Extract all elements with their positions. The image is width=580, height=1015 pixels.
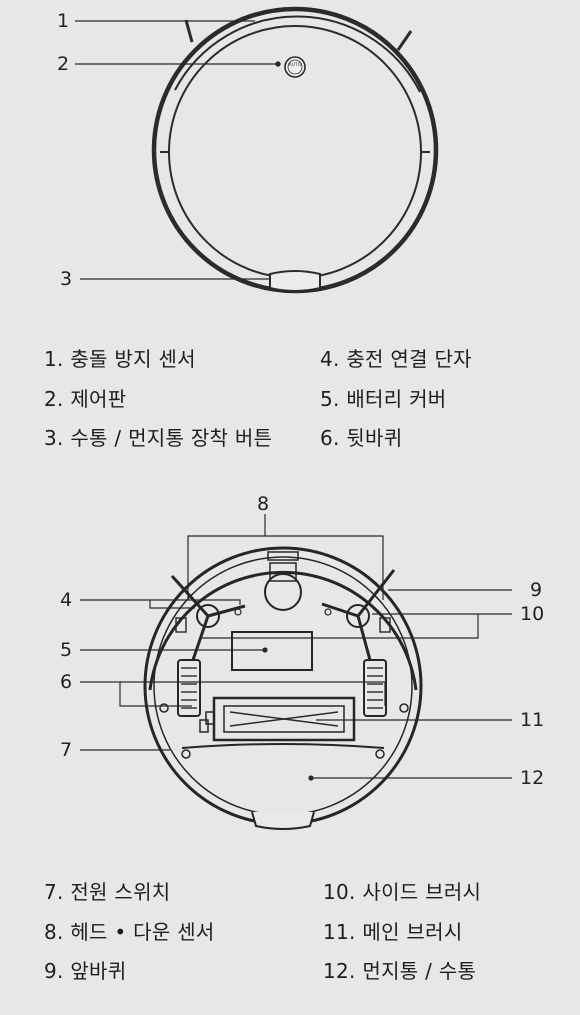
leader-dot-12 bbox=[308, 775, 314, 781]
side-brush-left-bristle-c bbox=[207, 604, 246, 618]
legend-item-7: 7. 전원 스위치 bbox=[44, 880, 171, 904]
power-switch bbox=[199, 719, 209, 733]
leader-bracket-8 bbox=[187, 535, 384, 600]
bumper-arc bbox=[174, 15, 421, 93]
top-view-diagram: AUTO bbox=[75, 6, 439, 294]
leader-line-4a bbox=[80, 599, 195, 609]
side-brush-right-bristle-c bbox=[321, 602, 359, 618]
leader-line-4b bbox=[150, 599, 241, 605]
bumper-underside-arc bbox=[148, 570, 418, 691]
legend-item-11: 11. 메인 브러시 bbox=[323, 920, 463, 944]
legend-item-2: 2. 제어판 bbox=[44, 387, 127, 411]
legend-item-12: 12. 먼지통 / 수통 bbox=[323, 959, 477, 983]
rear-wheel-right bbox=[363, 659, 387, 717]
callout-2: 2 bbox=[57, 53, 70, 75]
side-brush-stub-right bbox=[396, 30, 413, 51]
leader-line-6a bbox=[80, 681, 192, 707]
screw-icon bbox=[375, 749, 385, 759]
leader-line-6b bbox=[120, 681, 386, 706]
callout-10: 10 bbox=[520, 603, 545, 625]
side-brush-left-hub bbox=[196, 604, 220, 628]
callout-9: 9 bbox=[530, 579, 543, 601]
main-brush-clip bbox=[205, 711, 215, 725]
leader-dot-5 bbox=[262, 647, 268, 653]
side-brush-left-bristle-a bbox=[170, 574, 210, 618]
legend-item-10: 10. 사이드 브러시 bbox=[323, 880, 482, 904]
brush-bristle-line bbox=[229, 711, 339, 727]
leader-dot-2 bbox=[275, 61, 281, 67]
bottom-view-diagram bbox=[80, 514, 512, 830]
callout-1: 1 bbox=[57, 10, 70, 32]
auto-button-label: AUTO bbox=[289, 62, 302, 68]
screw-icon bbox=[159, 703, 169, 713]
side-brush-right-bristle-a bbox=[356, 569, 396, 617]
front-caster-wheel bbox=[264, 573, 302, 611]
charging-contact-left bbox=[175, 617, 187, 633]
screw-icon bbox=[181, 749, 191, 759]
callout-4: 4 bbox=[60, 589, 73, 611]
legend-item-8: 8. 헤드 • 다운 센서 bbox=[44, 920, 215, 944]
legend-item-3: 3. 수통 / 먼지통 장착 버튼 bbox=[44, 426, 273, 450]
callout-5: 5 bbox=[60, 639, 73, 661]
screw-icon bbox=[324, 608, 332, 616]
leader-line-10a bbox=[200, 613, 512, 639]
callout-11: 11 bbox=[520, 709, 545, 731]
battery-cover bbox=[231, 631, 313, 671]
caster-housing bbox=[269, 562, 297, 582]
control-panel-button-inner bbox=[287, 59, 303, 75]
screw-icon bbox=[399, 703, 409, 713]
callout-12: 12 bbox=[520, 767, 545, 789]
callout-3: 3 bbox=[60, 268, 73, 290]
side-brush-left-bristle-b bbox=[191, 615, 210, 661]
callout-7: 7 bbox=[60, 739, 73, 761]
legend-item-5: 5. 배터리 커버 bbox=[320, 387, 447, 411]
rear-wheel-left bbox=[177, 659, 201, 717]
bin-release-tab bbox=[269, 270, 321, 292]
callout-6: 6 bbox=[60, 671, 73, 693]
dust-bin-top-edge bbox=[181, 743, 385, 749]
side-brush-right-bristle-b bbox=[356, 615, 372, 661]
legend-item-1: 1. 충돌 방지 센서 bbox=[44, 347, 196, 371]
side-brush-stub-left bbox=[184, 19, 194, 43]
side-brush-right-hub bbox=[346, 604, 370, 628]
legend-item-4: 4. 충전 연결 단자 bbox=[320, 347, 472, 371]
legend-item-9: 9. 앞바퀴 bbox=[44, 959, 127, 983]
charging-contact-right bbox=[379, 617, 391, 633]
drop-sensor bbox=[267, 551, 299, 561]
legend-item-6: 6. 뒷바퀴 bbox=[320, 426, 403, 450]
screw-icon bbox=[234, 608, 242, 616]
main-brush-roller bbox=[223, 705, 345, 733]
dust-bin-tab bbox=[251, 811, 315, 830]
callout-8: 8 bbox=[257, 493, 270, 515]
